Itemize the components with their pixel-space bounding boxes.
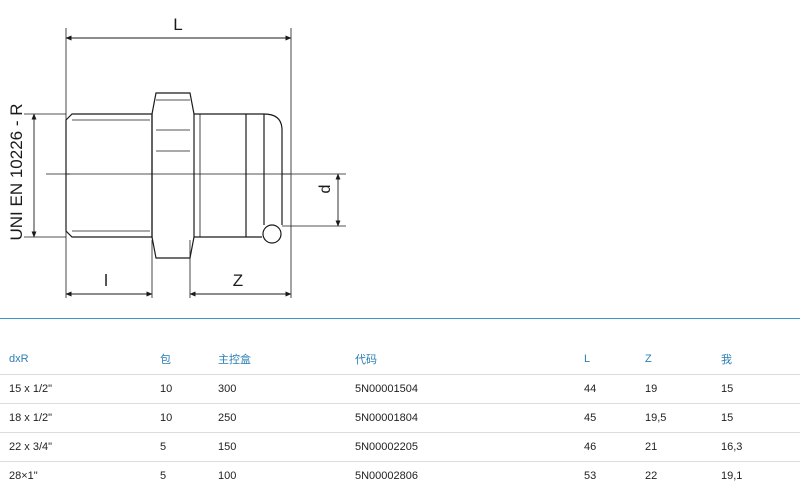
cell-L: 46 (575, 433, 636, 462)
cell-Z: 19,5 (636, 404, 712, 433)
section-separator (0, 318, 800, 319)
fitting-technical-drawing: L l Z d UNI EN 10226 - R (0, 0, 800, 310)
cell-Z: 19 (636, 375, 712, 404)
dimension-label-l: l (104, 271, 108, 290)
column-header-L: L (575, 344, 636, 375)
cell-pack: 5 (151, 433, 209, 462)
table-header-row: dxR 包 主控盒 代码 L Z 我 (0, 344, 800, 375)
cell-L: 44 (575, 375, 636, 404)
cell-code: 5N00001504 (346, 375, 575, 404)
cell-master-box: 300 (209, 375, 346, 404)
column-header-Z: Z (636, 344, 712, 375)
cell-i: 15 (712, 404, 800, 433)
dimension-label-Z: Z (233, 271, 243, 290)
fitting-body (66, 93, 290, 258)
cell-size: 18 x 1/2" (0, 404, 151, 433)
cell-master-box: 150 (209, 433, 346, 462)
thread-standard-label: UNI EN 10226 - R (7, 104, 26, 241)
column-header-master-box: 主控盒 (209, 344, 346, 375)
cell-pack: 10 (151, 375, 209, 404)
column-header-i: 我 (712, 344, 800, 375)
cell-i: 16,3 (712, 433, 800, 462)
dimension-label-L: L (173, 15, 182, 34)
cell-i: 15 (712, 375, 800, 404)
cell-L: 45 (575, 404, 636, 433)
table-row: 15 x 1/2" 10 300 5N00001504 44 19 15 (0, 375, 800, 404)
dimension-label-d: d (317, 185, 334, 194)
specification-table: dxR 包 主控盒 代码 L Z 我 15 x 1/2" 10 300 5N00… (0, 344, 800, 490)
table-row: 22 x 3/4" 5 150 5N00002205 46 21 16,3 (0, 433, 800, 462)
cell-code: 5N00001804 (346, 404, 575, 433)
cell-code: 5N00002205 (346, 433, 575, 462)
cell-master-box: 250 (209, 404, 346, 433)
column-header-code: 代码 (346, 344, 575, 375)
column-header-dxr: dxR (0, 344, 151, 375)
cell-size: 22 x 3/4" (0, 433, 151, 462)
cell-pack: 10 (151, 404, 209, 433)
table-row: 18 x 1/2" 10 250 5N00001804 45 19,5 15 (0, 404, 800, 433)
cell-Z: 21 (636, 433, 712, 462)
cell-size: 15 x 1/2" (0, 375, 151, 404)
column-header-pack: 包 (151, 344, 209, 375)
